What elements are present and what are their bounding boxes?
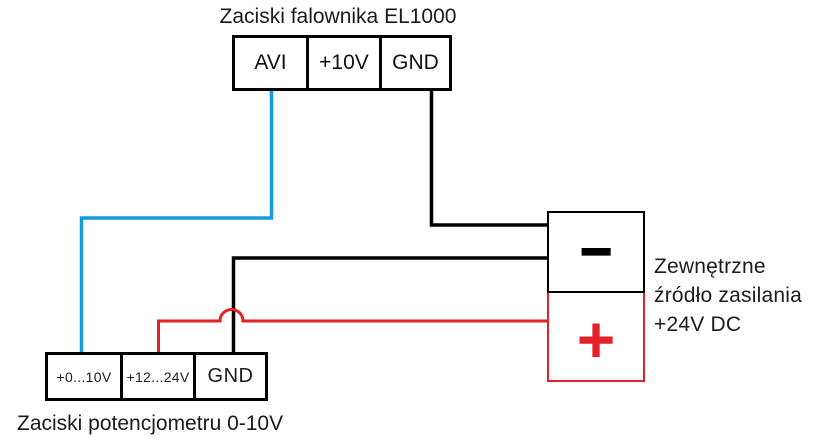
- wire-pot-12-24v-to-plus: [157, 308, 547, 352]
- potentiometer-label: Zaciski potencjometru 0-10V: [17, 412, 284, 435]
- potentiometer-terminal-block: +0...10V +12...24V GND: [45, 352, 268, 401]
- inverter-title: Zaciski falownika EL1000: [219, 5, 457, 28]
- terminal-12-24v: +12...24V: [120, 355, 193, 398]
- power-supply-label: Zewnętrzne źródło zasilania +24V DC: [654, 252, 802, 339]
- terminal-0-10v: +0...10V: [56, 368, 112, 385]
- terminal-gnd-inverter: GND: [379, 38, 449, 88]
- psu-label-line1: Zewnętrzne: [654, 255, 766, 278]
- power-supply-negative-terminal: −: [547, 211, 645, 293]
- power-supply-positive-terminal: +: [547, 291, 645, 382]
- terminal-avi: AVI: [254, 51, 287, 74]
- inverter-terminal-block: AVI +10V GND: [232, 35, 452, 91]
- terminal-gnd-potentiometer: GND: [193, 355, 265, 398]
- wire-avi-to-pot: [79, 88, 274, 352]
- psu-label-line3: +24V DC: [654, 313, 742, 336]
- psu-label-line2: źródło zasilania: [654, 284, 802, 307]
- wire-inverter-gnd-to-minus: [429, 88, 547, 227]
- wire-pot-gnd-to-minus: [231, 256, 547, 352]
- power-supply-unit: − +: [547, 211, 645, 382]
- terminal-plus10v: +10V: [306, 38, 379, 88]
